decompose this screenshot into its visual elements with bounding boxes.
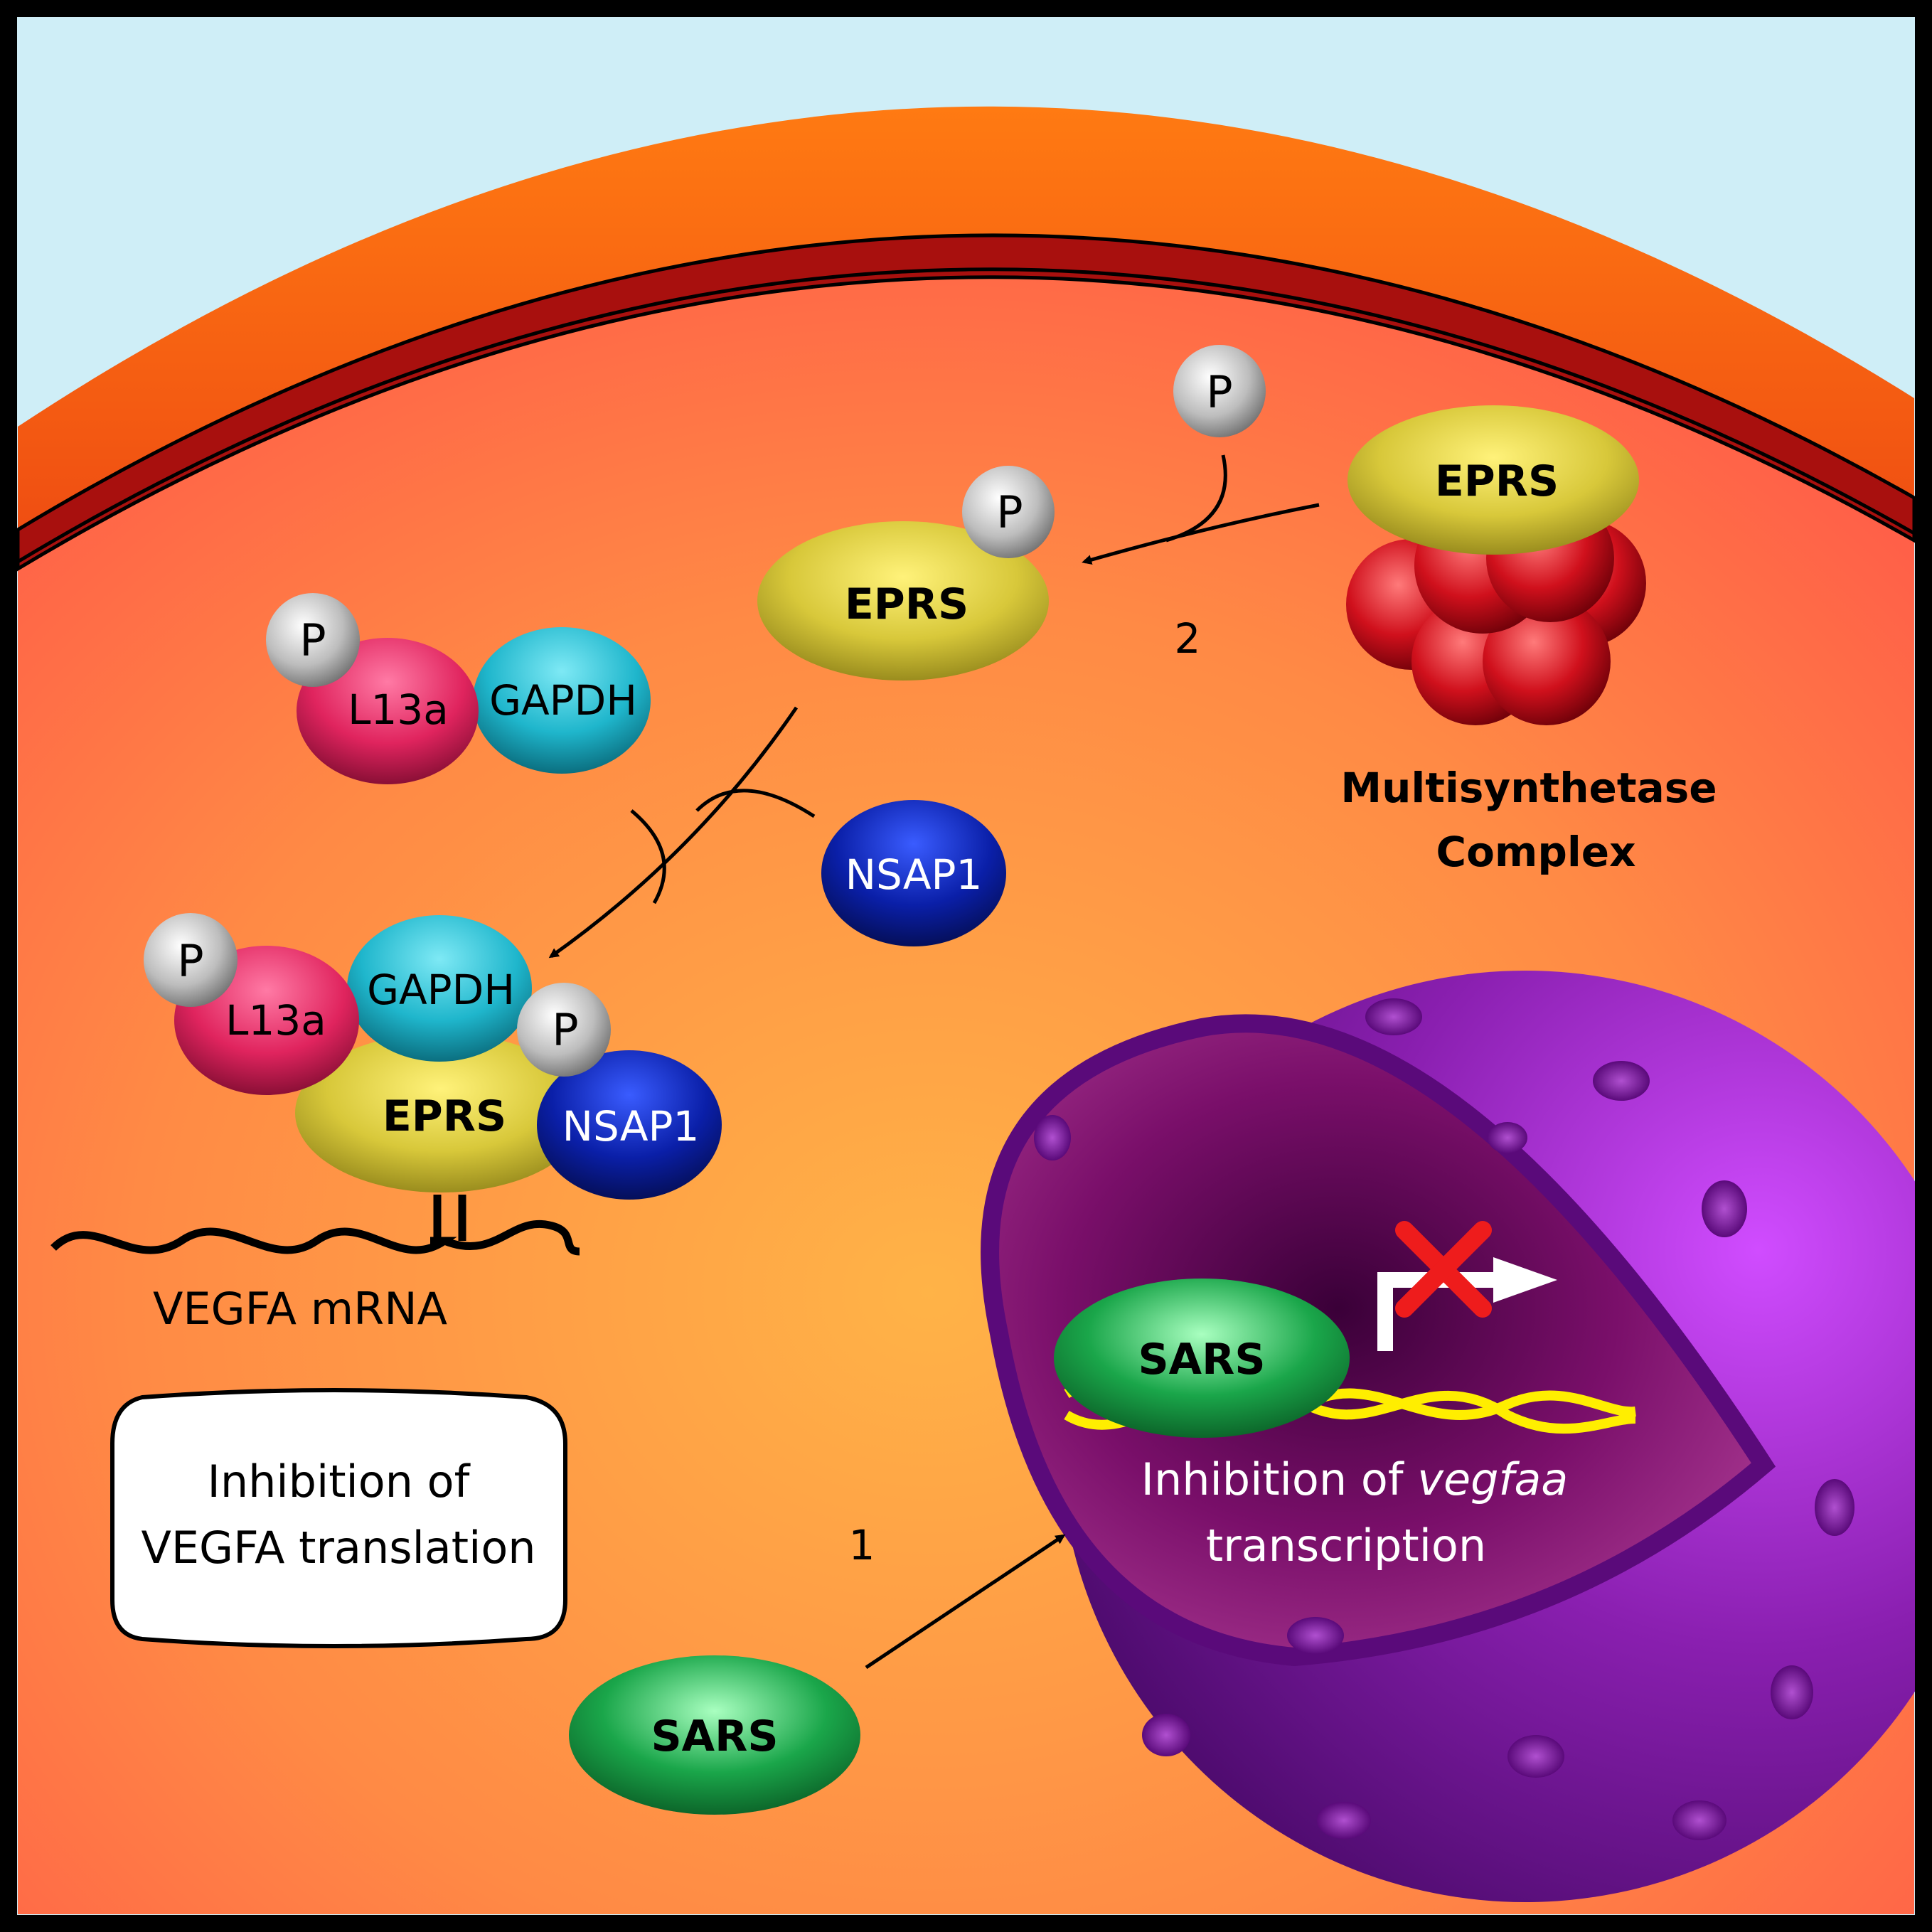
phospho-eprs: EPRS P xyxy=(757,466,1055,681)
step-1-label: 1 xyxy=(849,1521,875,1569)
svg-text:P: P xyxy=(996,486,1023,538)
assembly-join-right xyxy=(695,789,816,818)
svg-text:P: P xyxy=(552,1004,578,1056)
nuclear-pores xyxy=(1034,998,1854,1840)
phosphate-join-line xyxy=(1165,454,1227,543)
nuclear-import-arrow xyxy=(865,1534,1066,1670)
svg-text:P: P xyxy=(299,614,326,666)
svg-text:GAPDH: GAPDH xyxy=(489,676,637,725)
transcription-gene: vegfaa xyxy=(1417,1453,1568,1505)
sars-cytoplasmic: SARS xyxy=(569,1655,860,1815)
svg-text:SARS: SARS xyxy=(1138,1335,1265,1384)
svg-text:SARS: SARS xyxy=(651,1712,778,1761)
nucleus xyxy=(981,971,1932,1902)
svg-text:VEGFA translation: VEGFA translation xyxy=(141,1522,535,1574)
svg-text:P: P xyxy=(1206,366,1232,418)
transcription-inhibition-line2: transcription xyxy=(1206,1520,1486,1571)
cell-membrane-outer xyxy=(18,106,1914,569)
msc-eprs-label: EPRS xyxy=(1435,457,1559,506)
svg-text:P: P xyxy=(177,935,203,987)
multisynthetase-complex: EPRS xyxy=(1346,405,1646,725)
svg-text:NSAP1: NSAP1 xyxy=(845,850,983,899)
nsap1-free: NSAP1 xyxy=(821,800,1006,946)
vegfa-mrna-label: VEGFA mRNA xyxy=(153,1283,447,1335)
svg-text:EPRS: EPRS xyxy=(845,580,968,629)
cell-membrane-inner xyxy=(16,233,1916,572)
free-phosphate: P xyxy=(1173,345,1266,437)
assembly-arrow xyxy=(548,706,799,959)
assembly-join-left xyxy=(630,809,666,904)
sars-nuclear: SARS xyxy=(1054,1279,1350,1438)
svg-text:L13a: L13a xyxy=(348,685,449,734)
phosphorylation-arrow xyxy=(1082,503,1320,565)
cell-membrane-line xyxy=(16,267,1916,564)
svg-text:GAPDH: GAPDH xyxy=(367,966,515,1014)
l13a-gapdh-complex: L13a GAPDH P xyxy=(266,593,651,784)
gait-complex: EPRS GAPDH L13a P NSAP1 P xyxy=(50,913,722,1256)
svg-text:Inhibition of: Inhibition of xyxy=(208,1456,471,1507)
svg-text:EPRS: EPRS xyxy=(383,1092,506,1141)
step-2-label: 2 xyxy=(1175,614,1201,663)
msc-eprs xyxy=(1347,405,1639,555)
svg-text:L13a: L13a xyxy=(225,996,326,1045)
svg-text:NSAP1: NSAP1 xyxy=(562,1102,700,1151)
msc-label-line2: Complex xyxy=(1436,828,1636,876)
msc-label-line1: Multisynthetase xyxy=(1340,764,1717,812)
transcription-prefix: Inhibition of xyxy=(1141,1453,1418,1505)
transcription-inhibition-line1: Inhibition of vegfaa xyxy=(1141,1453,1569,1505)
vegfa-mrna xyxy=(50,1227,457,1254)
translation-inhibition-box: Inhibition of VEGFA translation xyxy=(110,1388,567,1648)
block-x-icon xyxy=(1395,1221,1492,1318)
